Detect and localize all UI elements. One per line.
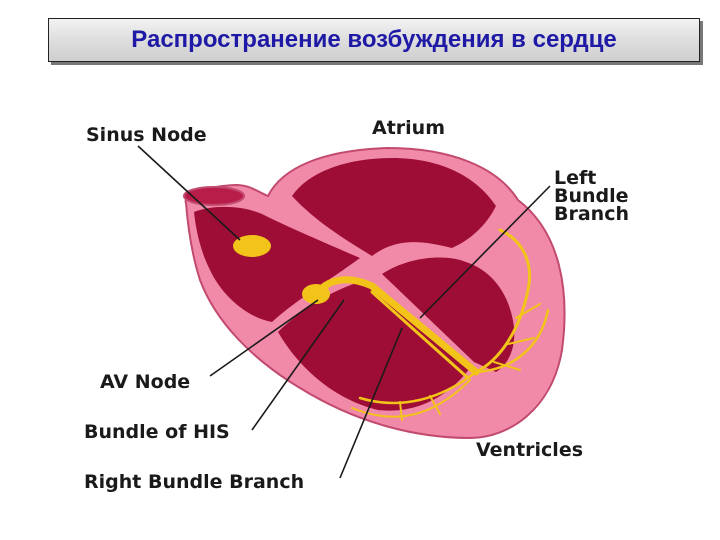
vessel-opening (183, 186, 245, 206)
left-ventricle-chamber (382, 257, 515, 372)
title-bar: Распространение возбуждения в сердце (48, 18, 700, 62)
slide-title: Распространение возбуждения в сердце (131, 26, 617, 53)
label-av-node: AV Node (100, 371, 190, 393)
label-atrium: Atrium (372, 117, 445, 139)
right-ventricle-chamber (278, 280, 470, 411)
label-left-bundle-1: Left (554, 167, 596, 189)
conduction-system (314, 228, 550, 421)
label-sinus-node: Sinus Node (86, 124, 207, 146)
sinus-node-shape (233, 235, 271, 257)
label-bundle-of-his: Bundle of HIS (84, 421, 230, 443)
label-left-bundle-2: Bundle (554, 185, 629, 207)
label-ventricles: Ventricles (476, 439, 583, 461)
left-atrium-chamber (292, 158, 496, 256)
av-node-shape (302, 284, 330, 304)
label-right-bundle-branch: Right Bundle Branch (84, 471, 304, 493)
leader-lines (137, 145, 551, 479)
label-left-bundle-3: Branch (554, 203, 629, 225)
